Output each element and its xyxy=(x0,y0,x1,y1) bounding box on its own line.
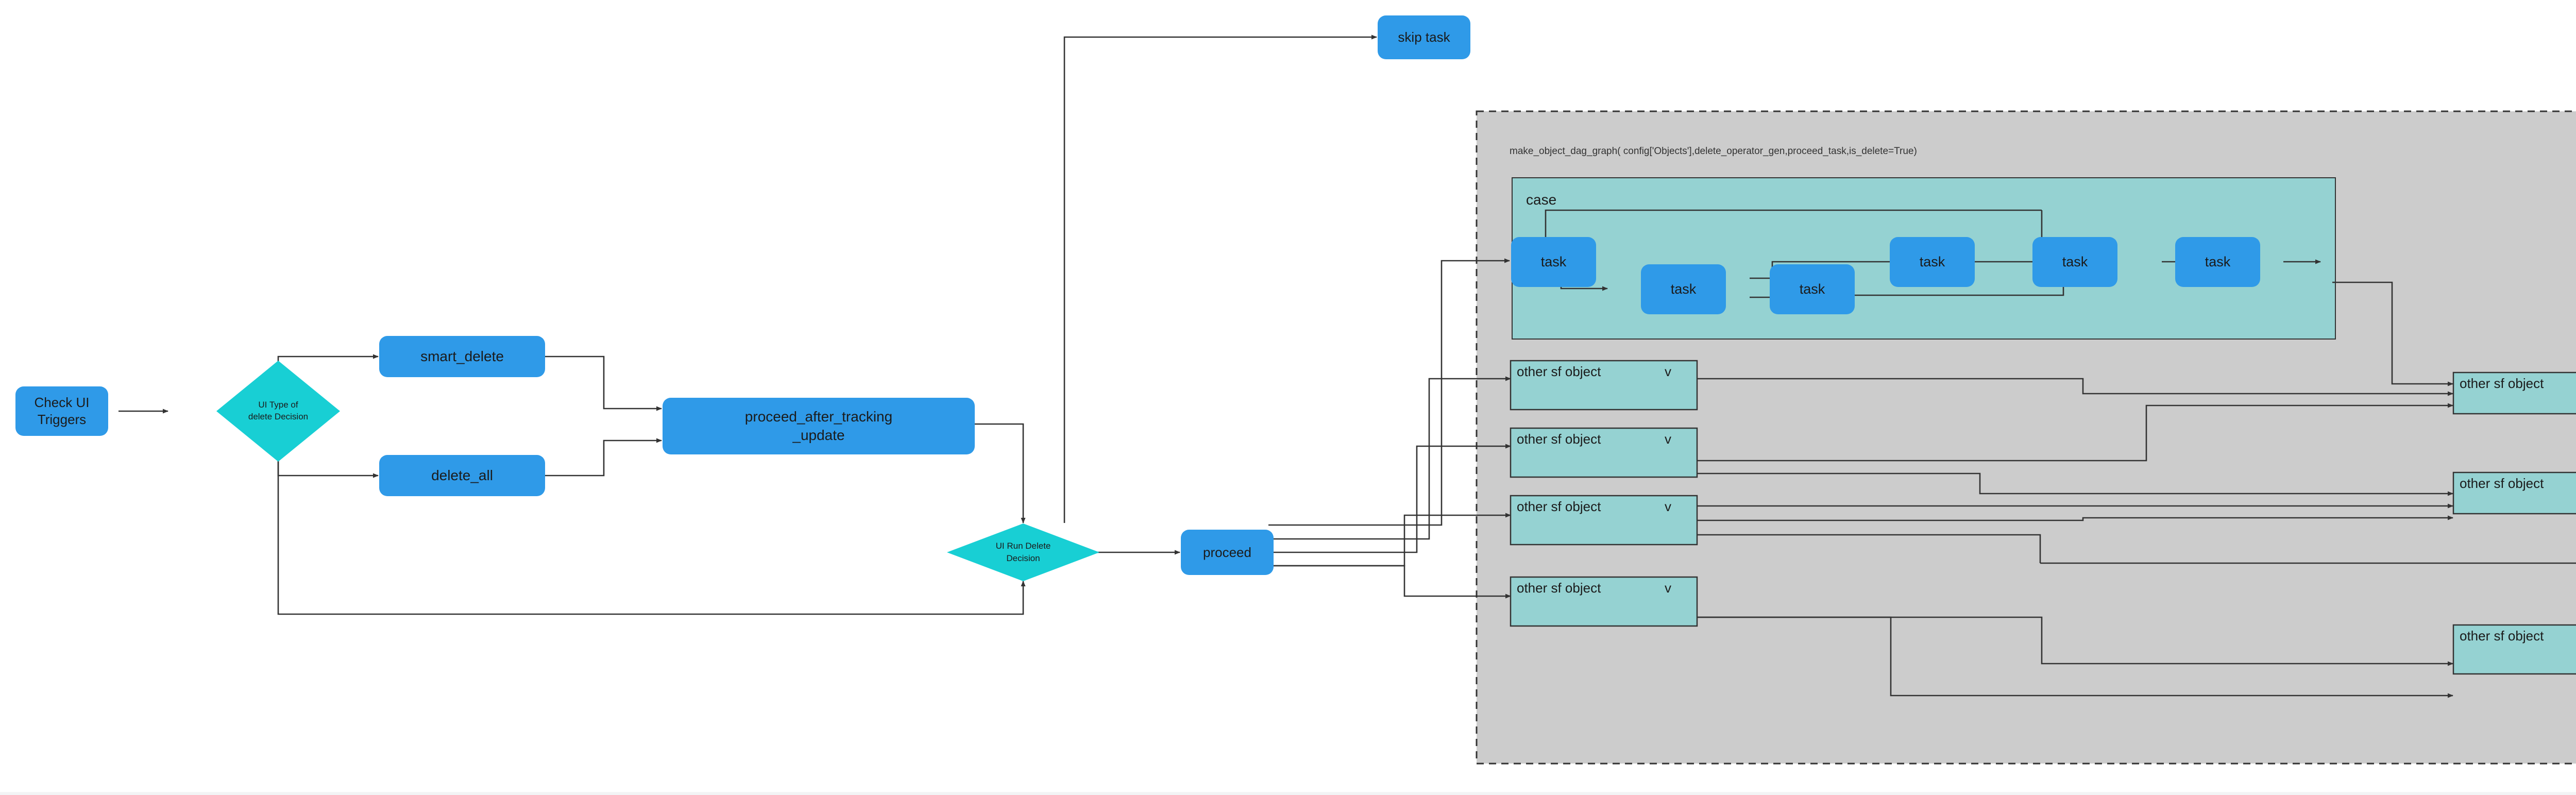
label-line-1: proceed_after_tracking xyxy=(744,408,893,425)
label-line-1: UI Type of xyxy=(258,400,298,410)
node-task-1-label: task xyxy=(1540,254,1567,269)
collapse-chevron-icon[interactable]: v xyxy=(1665,431,1671,447)
node-smart-delete-label: smart_delete xyxy=(420,348,504,364)
collapse-chevron-icon[interactable]: v xyxy=(1665,364,1671,379)
label-line-2: Triggers xyxy=(37,412,87,427)
node-task-5-label: task xyxy=(2062,254,2088,269)
collapsed-box-right-1-label: other sf object xyxy=(2460,376,2544,391)
node-task-2[interactable] xyxy=(1641,264,1726,314)
node-task-6[interactable] xyxy=(2175,237,2260,287)
collapsed-box-right-2-label: other sf object xyxy=(2460,476,2544,491)
node-check-ui-triggers[interactable] xyxy=(15,386,108,436)
node-task-5[interactable] xyxy=(2032,237,2117,287)
node-delete-all[interactable] xyxy=(379,455,545,496)
node-ui-run-delete-decision-label: UI Run Delete Decision xyxy=(961,531,1085,574)
collapsed-box-left-1[interactable] xyxy=(1510,360,1698,411)
collapsed-box-right-1[interactable] xyxy=(2452,371,2576,415)
node-skip-task-label: skip task xyxy=(1398,29,1450,45)
node-task-4-label: task xyxy=(1919,254,1945,269)
collapsed-box-left-4-label: other sf object xyxy=(1517,580,1601,596)
node-check-ui-triggers-label: Check UI Triggers xyxy=(15,386,108,436)
node-proceed-label: proceed xyxy=(1203,544,1251,560)
node-ui-type-of-delete-decision-label: UI Type of delete Decision xyxy=(216,387,340,435)
node-task-6-label: task xyxy=(2205,254,2231,269)
node-smart-delete[interactable] xyxy=(379,336,545,377)
collapsed-box-left-1-label: other sf object xyxy=(1517,364,1601,379)
node-delete-all-label: delete_all xyxy=(431,467,493,483)
collapse-chevron-icon[interactable]: v xyxy=(1665,580,1671,596)
label-line-1: UI Run Delete xyxy=(995,541,1051,551)
node-skip-task[interactable] xyxy=(1378,15,1470,59)
node-proceed[interactable] xyxy=(1181,530,1274,575)
node-proceed-after-tracking-update-label: proceed_after_tracking _update xyxy=(663,398,975,454)
label-line-2: _update xyxy=(792,427,845,443)
node-task-4[interactable] xyxy=(1890,237,1975,287)
cluster-label: make_object_dag_graph( config['Objects']… xyxy=(1510,146,1917,157)
collapsed-box-right-3-label: other sf object xyxy=(2460,628,2544,644)
collapse-chevron-icon[interactable]: v xyxy=(1665,499,1671,514)
collapsed-box-left-2[interactable] xyxy=(1510,427,1698,478)
collapsed-box-right-3[interactable] xyxy=(2452,624,2576,675)
label-line-1: Check UI xyxy=(34,395,90,411)
collapsed-box-left-3[interactable] xyxy=(1510,495,1698,546)
label-line-2: Decision xyxy=(1006,553,1040,563)
label-line-2: delete Decision xyxy=(248,412,309,421)
node-ui-type-of-delete-decision-shape[interactable] xyxy=(216,361,340,462)
node-task-3[interactable] xyxy=(1770,264,1855,314)
node-ui-run-delete-decision[interactable] xyxy=(947,523,1099,581)
node-task-1[interactable] xyxy=(1511,237,1596,287)
collapsed-box-right-2[interactable] xyxy=(2452,471,2576,515)
edge-group xyxy=(118,35,2576,698)
node-task-3-label: task xyxy=(1799,281,1825,297)
collapsed-box-left-3-label: other sf object xyxy=(1517,499,1601,514)
subgraph-case-label: case xyxy=(1526,192,1557,208)
collapsed-box-left-4[interactable] xyxy=(1510,576,1698,627)
node-proceed-after-tracking-update[interactable] xyxy=(663,398,975,454)
collapsed-box-left-2-label: other sf object xyxy=(1517,431,1601,447)
node-task-2-label: task xyxy=(1670,281,1697,297)
